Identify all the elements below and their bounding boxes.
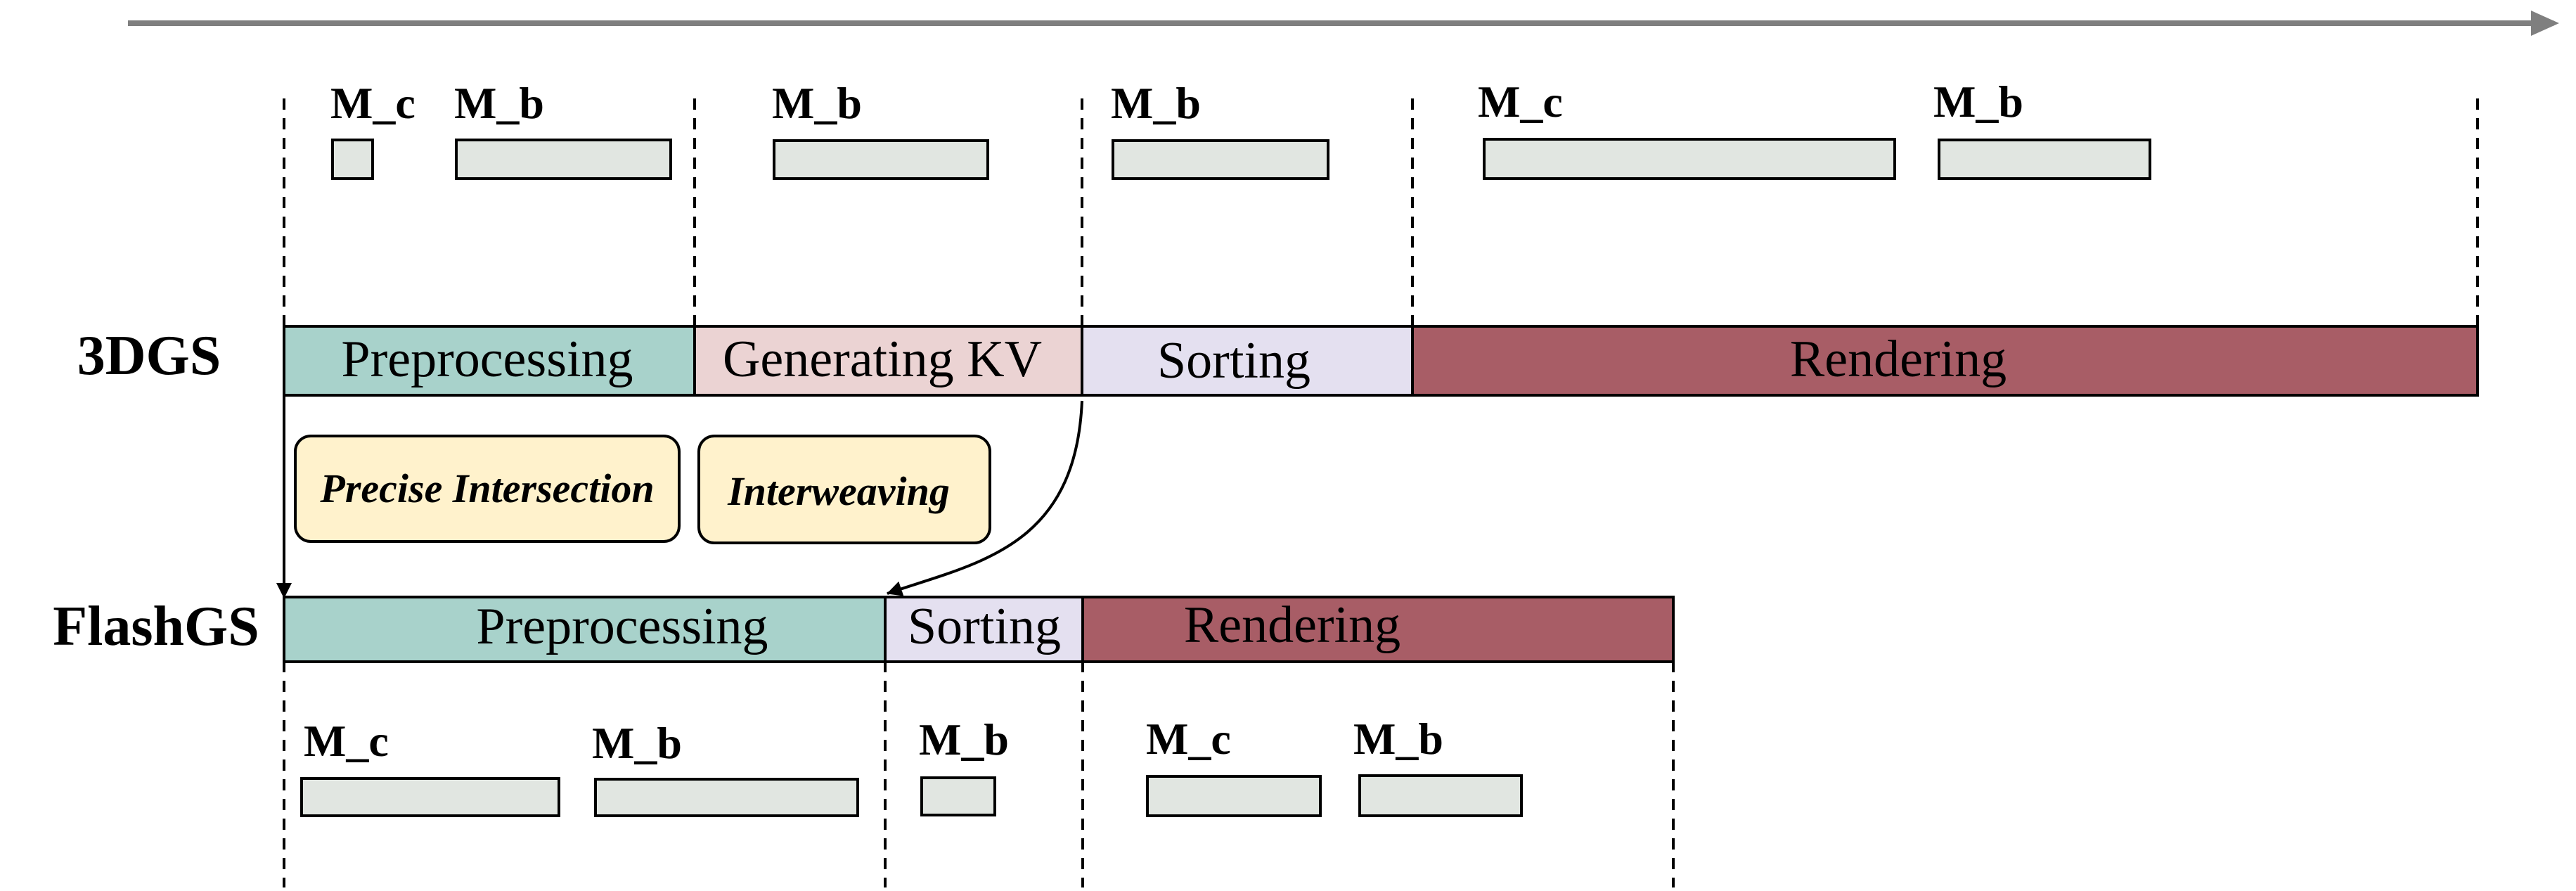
stage-label: Sorting [908,598,1061,655]
memory-access-label: M_c [1478,77,1563,127]
stage-rendering [1411,325,2479,397]
top-memory-accesses: M_c M_b M_b M_b M_c M_b [330,77,2151,180]
stage-sorting [1081,325,1414,397]
memory-access-label: M_b [1111,78,1201,128]
memory-access-label: M_b [919,714,1009,764]
memory-access-label: M_b [1933,77,2023,127]
stage-label: Sorting [1157,332,1310,390]
memory-access-block [300,777,560,817]
stage-label: Generating KV [723,331,1042,388]
top-phase-boundaries [283,98,2479,325]
bottom-memory-accesses: M_c M_b M_b M_c M_b [300,714,1523,817]
stage-label: Preprocessing [341,331,633,388]
stage-rendering [1081,596,1675,663]
memory-access-block [1112,139,1329,180]
memory-access-label: M_c [330,78,416,128]
sorting-transition-arrow [887,400,1083,596]
memory-access-label: M_c [1146,714,1231,764]
memory-access-label: M_b [592,718,682,768]
memory-access-block [331,139,374,180]
optimization-label: Precise Intersection [319,466,654,511]
memory-access-block [920,776,996,816]
optimizations: Precise Intersection Interweaving [294,435,991,544]
stage-label: Rendering [1184,596,1400,654]
stage-preprocessing [283,596,887,663]
memory-access-label: M_b [772,78,862,128]
memory-access-label: M_b [454,78,544,128]
memory-access-block [1938,139,2151,180]
top-row-label: 3DGS [77,325,221,387]
memory-access-block [1358,774,1523,817]
memory-access-label: M_b [1353,714,1443,764]
bottom-row-label: FlashGS [53,596,259,658]
stage-sorting [884,596,1084,663]
stage-label: Preprocessing [476,598,768,655]
top-pipeline: Preprocessing Generating KV Sorting Rend… [283,325,2479,397]
stage-generating-kv [693,325,1083,397]
memory-access-block [773,139,989,180]
bottom-pipeline: Preprocessing Sorting Rendering [283,596,1675,663]
timeline-arrowhead [2531,11,2559,36]
optimization-box [697,435,991,544]
memory-access-block [1146,775,1322,817]
optimization-label: Interweaving [727,468,950,514]
stage-label: Rendering [1790,331,2007,388]
memory-access-block [594,778,859,817]
memory-access-block [1483,138,1896,180]
optimization-box [294,435,681,543]
memory-access-label: M_c [304,716,389,766]
memory-access-block [455,139,672,180]
